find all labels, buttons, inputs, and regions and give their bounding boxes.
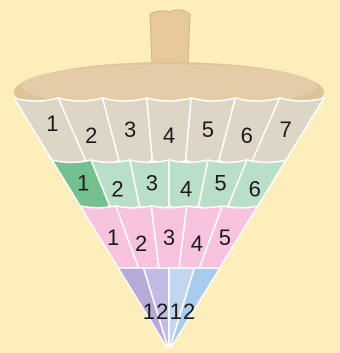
funnel-row-4-label-4: 2 [183,299,195,324]
funnel-row-1-label-6: 6 [241,123,253,148]
funnel-row-4-label-3: 1 [170,299,182,324]
funnel-row-3-label-4: 4 [191,231,203,256]
funnel-row-1-label-2: 2 [85,123,97,148]
funnel-row-4-label-2: 2 [156,299,168,324]
funnel-row-1-label-4: 4 [163,123,175,148]
funnel-row-2-label-5: 5 [214,170,226,195]
funnel-row-2-label-2: 2 [111,176,123,201]
funnel-row-1-label-3: 3 [124,117,136,142]
funnel-row-1-label-1: 1 [46,111,58,136]
funnel-row-1-label-5: 5 [202,117,214,142]
funnel-row-2-label-1: 1 [77,170,89,195]
funnel-row-2-label-4: 4 [180,176,192,201]
funnel-row-3-label-1: 1 [107,225,119,250]
funnel-row-2-label-3: 3 [146,170,158,195]
funnel-row-3-label-3: 3 [163,225,175,250]
funnel-row-1-label-7: 7 [279,117,291,142]
funnel-row-3-label-5: 5 [219,225,231,250]
funnel-row-3-label-2: 2 [135,231,147,256]
funnel-row-4-label-1: 1 [143,299,155,324]
funnel-stem [150,10,190,64]
funnel-row-2-label-6: 6 [249,176,261,201]
